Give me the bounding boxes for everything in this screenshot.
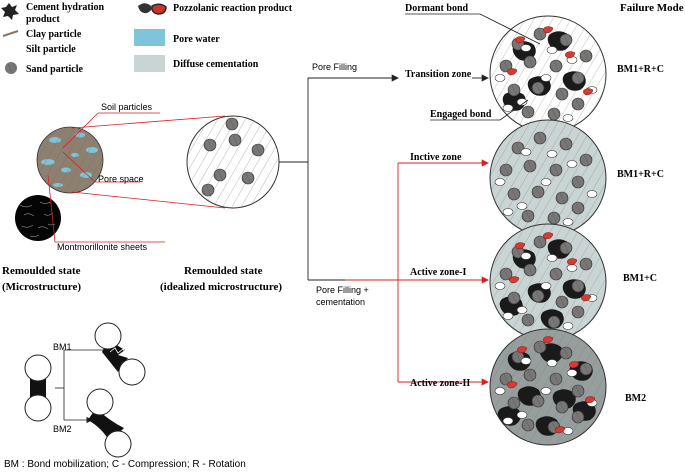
failure-mode-3: BM1+C [623,273,657,284]
cement-hydration-icon [1,3,19,20]
label-engaged-bond: Engaged bond [430,109,492,120]
label-remoulded-ideal-2: (idealized microstructure) [160,281,282,293]
zone-circle-active-2 [489,328,607,446]
label-active-zone-2: Active zone-II [410,378,470,389]
flow-lines [279,74,489,386]
label-pore-filling: Pore Filling [312,62,357,72]
zone-circle-inactive [489,119,607,237]
footnote: BM : Bond mobilization; C - Compression;… [4,459,246,470]
legend-clay-particle: Clay particle [26,29,82,40]
bond-pointers [405,13,541,121]
label-bm2: BM2 [53,424,72,434]
legend-cement-hydration: Cement hydration [26,2,104,13]
label-remoulded-ideal-1: Remoulded state [184,265,263,277]
zone-circle-active-1 [489,223,607,341]
failure-mode-4: BM2 [625,393,646,404]
pozzolanic-icon [138,3,167,15]
pore-water-swatch [134,29,165,46]
legend-silt-particle: Silt particle [26,44,76,55]
label-bm1: BM1 [53,342,72,352]
clay-particle-icon [2,30,19,37]
label-failure-mode: Failure Mode [620,2,684,14]
label-pore-space: Pore space [98,174,144,184]
legend-sand-particle: Sand particle [26,64,84,75]
failure-mode-2: BM1+R+C [617,169,664,180]
legend-pozzolanic: Pozzolanic reaction product [173,3,293,14]
legend-diffuse-cementation: Diffuse cementation [173,59,259,70]
micro-red-lines [47,112,226,243]
legend-pore-water: Pore water [173,34,220,45]
montmorillonite-circle [15,195,61,241]
label-soil-particles: Soil particles [101,102,153,112]
label-montmorillonite: Montmorillonite sheets [57,242,148,252]
legend-cement-hydration-2: product [26,14,60,25]
label-inactive-zone: Inctive zone [410,152,462,163]
label-active-zone-1: Active zone-I [410,267,466,278]
diffuse-cementation-swatch [134,55,165,72]
zone-circle-transition [489,15,607,133]
label-remoulded-micro-1: Remoulded state [2,265,81,277]
sand-particle-icon [5,62,17,74]
legend: Cement hydration product Clay particle S… [1,2,293,75]
failure-mode-1: BM1+R+C [617,64,664,75]
label-dormant-bond: Dormant bond [405,3,469,14]
label-pore-filling-cem-2: cementation [316,297,365,307]
idealized-circle [186,115,280,209]
label-pore-filling-cem-1: Pore Filling + [316,285,369,295]
label-transition-zone: Transition zone [405,69,472,80]
label-remoulded-micro-2: (Microstructure) [2,281,81,293]
microstructure-circle [36,126,104,194]
bond-mobilization-sketch [24,322,146,458]
